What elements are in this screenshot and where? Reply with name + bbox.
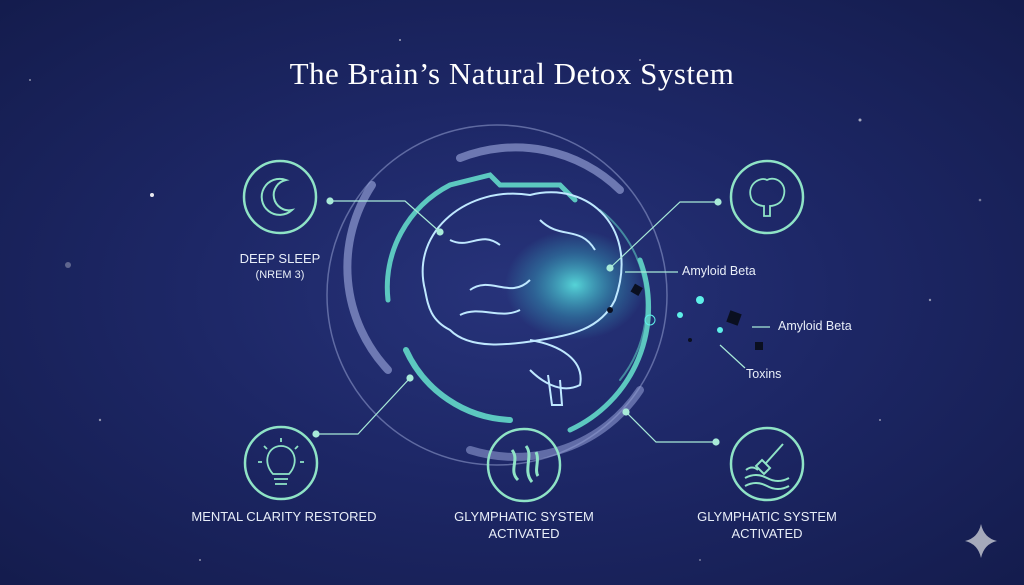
glymphatic-right-label: GLYMPHATIC SYSTEM ACTIVATED	[677, 508, 857, 542]
glow-effect	[505, 230, 645, 340]
brain-icon	[729, 159, 805, 235]
amyloid-beta-annotation-2: Amyloid Beta	[778, 319, 852, 333]
moon-icon	[242, 159, 318, 235]
label-line: ACTIVATED	[488, 526, 560, 541]
label-line: GLYMPHATIC SYSTEM	[697, 509, 837, 524]
label-line: ACTIVATED	[731, 526, 803, 541]
central-rings	[326, 124, 668, 466]
deep-sleep-title: DEEP SLEEP	[239, 251, 321, 266]
toxins-annotation: Toxins	[746, 367, 782, 381]
page-title: The Brain’s Natural Detox System	[289, 56, 735, 91]
label-line: GLYMPHATIC SYSTEM	[454, 509, 594, 524]
glymphatic-center-label: GLYMPHATIC SYSTEM ACTIVATED	[434, 508, 614, 542]
amyloid-beta-annotation-1: Amyloid Beta	[682, 264, 756, 278]
connector-lines	[312, 197, 770, 446]
starfield	[29, 39, 982, 561]
deep-sleep-label: DEEP SLEEP (NREM 3)	[210, 250, 350, 284]
brush-waves-icon	[729, 426, 805, 502]
sparkle-icon	[965, 524, 997, 558]
fluid-flow-icon	[486, 427, 562, 503]
lightbulb-icon	[243, 425, 319, 501]
central-brain-illustration	[421, 191, 623, 406]
toxin-particles	[607, 283, 763, 350]
mental-clarity-label: MENTAL CLARITY RESTORED	[191, 509, 377, 524]
deep-sleep-sublabel: (NREM 3)	[255, 269, 305, 281]
